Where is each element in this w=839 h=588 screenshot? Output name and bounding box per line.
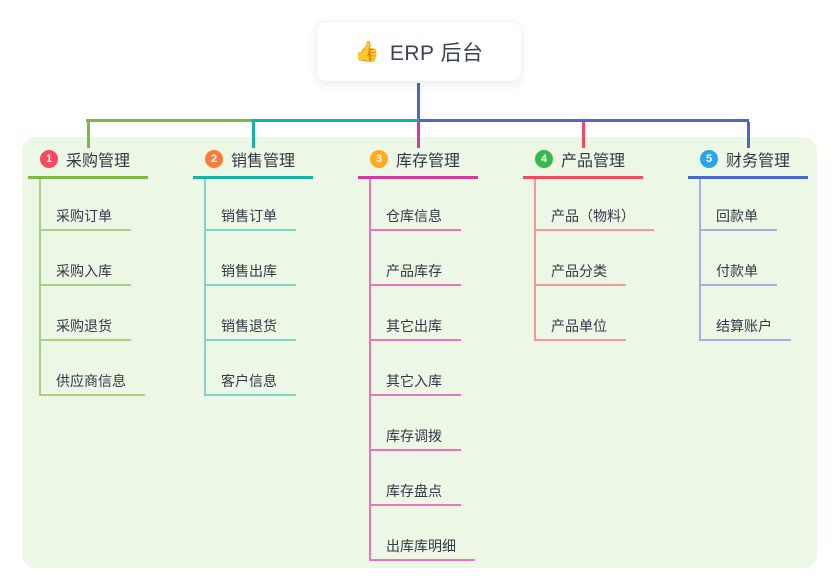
child-item[interactable]: 库存调拨: [369, 426, 461, 451]
child-item[interactable]: 采购退货: [39, 316, 131, 341]
branch-title-5[interactable]: 5 财务管理: [688, 142, 808, 179]
drop-branch-4: [581, 122, 585, 148]
child-item[interactable]: 供应商信息: [39, 371, 145, 396]
branch-title-2[interactable]: 2 销售管理: [193, 142, 313, 179]
child-item[interactable]: 销售订单: [204, 206, 296, 231]
branch-label: 产品管理: [561, 153, 626, 170]
child-item[interactable]: 销售出库: [204, 261, 296, 286]
child-item[interactable]: 付款单: [699, 261, 777, 286]
child-item[interactable]: 产品库存: [369, 261, 461, 286]
child-item[interactable]: 采购订单: [39, 206, 131, 231]
root-node[interactable]: 👍 ERP 后台: [316, 21, 522, 82]
branch-title-4[interactable]: 4 产品管理: [523, 142, 643, 179]
branch-title-3[interactable]: 3 库存管理: [358, 142, 478, 179]
root-label: ERP 后台: [389, 41, 484, 65]
child-item[interactable]: 采购入库: [39, 261, 131, 286]
branch-badge: 4: [535, 150, 553, 168]
drop-branch-2: [251, 122, 255, 148]
branch-badge: 5: [700, 150, 718, 168]
branch-label: 销售管理: [231, 153, 296, 170]
child-item[interactable]: 其它出库: [369, 316, 461, 341]
drop-branch-1: [86, 122, 90, 148]
drop-branch-5: [746, 122, 750, 148]
branch-children-line: [699, 179, 701, 341]
branch-children-line: [369, 179, 371, 561]
elbow-branch-5: [419, 119, 749, 122]
child-item[interactable]: 其它入库: [369, 371, 461, 396]
branch-label: 采购管理: [66, 153, 131, 170]
child-item[interactable]: 仓库信息: [369, 206, 461, 231]
elbow-branch-2: [251, 119, 419, 122]
branch-title-1[interactable]: 1 采购管理: [28, 142, 148, 179]
root-stem-line: [417, 83, 420, 122]
branch-children-line: [204, 179, 206, 396]
child-item[interactable]: 产品单位: [534, 316, 626, 341]
branch-children-line: [534, 179, 536, 341]
branch-label: 库存管理: [396, 153, 461, 170]
branch-children-line: [39, 179, 41, 396]
thumbs-up-icon: 👍: [354, 40, 380, 63]
child-item[interactable]: 销售退货: [204, 316, 296, 341]
child-item[interactable]: 产品分类: [534, 261, 626, 286]
child-item[interactable]: 客户信息: [204, 371, 296, 396]
background-panel: [22, 137, 817, 568]
child-item[interactable]: 结算账户: [699, 316, 791, 341]
branch-badge: 2: [205, 150, 223, 168]
branch-badge: 3: [370, 150, 388, 168]
child-item[interactable]: 出库库明细: [369, 536, 475, 561]
child-item[interactable]: 回款单: [699, 206, 777, 231]
drop-branch-3: [416, 122, 420, 148]
elbow-branch-1: [86, 119, 253, 122]
branch-badge: 1: [40, 150, 58, 168]
child-item[interactable]: 库存盘点: [369, 481, 461, 506]
child-item[interactable]: 产品（物料）: [534, 206, 654, 231]
branch-label: 财务管理: [726, 153, 791, 170]
